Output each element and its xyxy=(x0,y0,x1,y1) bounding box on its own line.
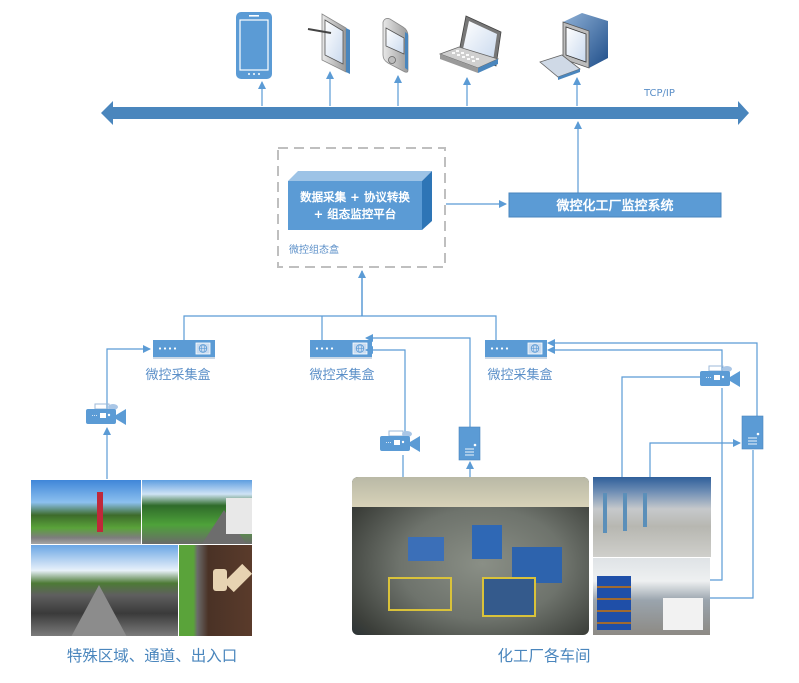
client-desktop xyxy=(539,13,608,80)
photo-warehouse-drums xyxy=(593,558,710,635)
client-connectors xyxy=(258,71,581,106)
camera-plant-hall[interactable] xyxy=(700,365,740,387)
camera-left-area[interactable] xyxy=(86,403,126,425)
config-box-container xyxy=(277,147,446,268)
platform-text-line2: + 组态监控平台 xyxy=(314,207,397,221)
collector-box-2[interactable]: 微控采集盒 xyxy=(309,340,375,383)
monitoring-system-label: 微控化工厂监控系统 xyxy=(555,198,673,214)
photo-plant-hall xyxy=(593,477,711,557)
server-tower-icon xyxy=(458,426,481,461)
server-tower-icon xyxy=(741,415,764,450)
globe-icon xyxy=(530,344,540,353)
photo-walled-road xyxy=(31,545,178,636)
collector-uplinks xyxy=(183,270,497,340)
collector-label: 微控采集盒 xyxy=(309,367,374,383)
photo-carved-wall xyxy=(179,545,252,636)
globe-icon xyxy=(355,344,365,353)
field-connectors xyxy=(103,334,758,599)
config-box-label: 微控组态盒 xyxy=(289,243,339,256)
camera-workshop[interactable] xyxy=(380,430,420,452)
collector-label: 微控采集盒 xyxy=(487,367,552,383)
client-pda xyxy=(382,18,409,73)
collector-box-1[interactable]: 微控采集盒 xyxy=(145,340,215,383)
network-bus-arrow xyxy=(101,101,749,125)
tcp-ip-label: TCP/IP xyxy=(643,88,675,99)
smartphone-icon xyxy=(236,12,272,79)
client-laptop xyxy=(438,15,502,73)
video-camera-icon xyxy=(86,403,126,425)
platform-text-line1: 数据采集 + 协议转换 xyxy=(300,190,410,204)
client-tablet xyxy=(307,13,350,74)
video-camera-icon xyxy=(700,365,740,387)
server-plant-hall[interactable] xyxy=(741,415,764,450)
client-smartphone xyxy=(236,12,272,79)
video-camera-icon xyxy=(380,430,420,452)
server-workshop[interactable] xyxy=(458,426,481,461)
platform-block xyxy=(288,171,432,230)
collector-label: 微控采集盒 xyxy=(145,367,210,383)
monitoring-system-box[interactable] xyxy=(508,192,722,218)
right-area-caption: 化工厂各车间 xyxy=(497,647,590,665)
photo-garden-path xyxy=(142,480,252,544)
photo-landscape-signpost xyxy=(31,480,141,544)
collector-box-3[interactable]: 微控采集盒 xyxy=(485,340,553,383)
left-area-caption: 特殊区域、通道、出入口 xyxy=(67,647,238,665)
globe-icon xyxy=(198,344,208,353)
photo-workshop-fisheye xyxy=(352,477,589,635)
